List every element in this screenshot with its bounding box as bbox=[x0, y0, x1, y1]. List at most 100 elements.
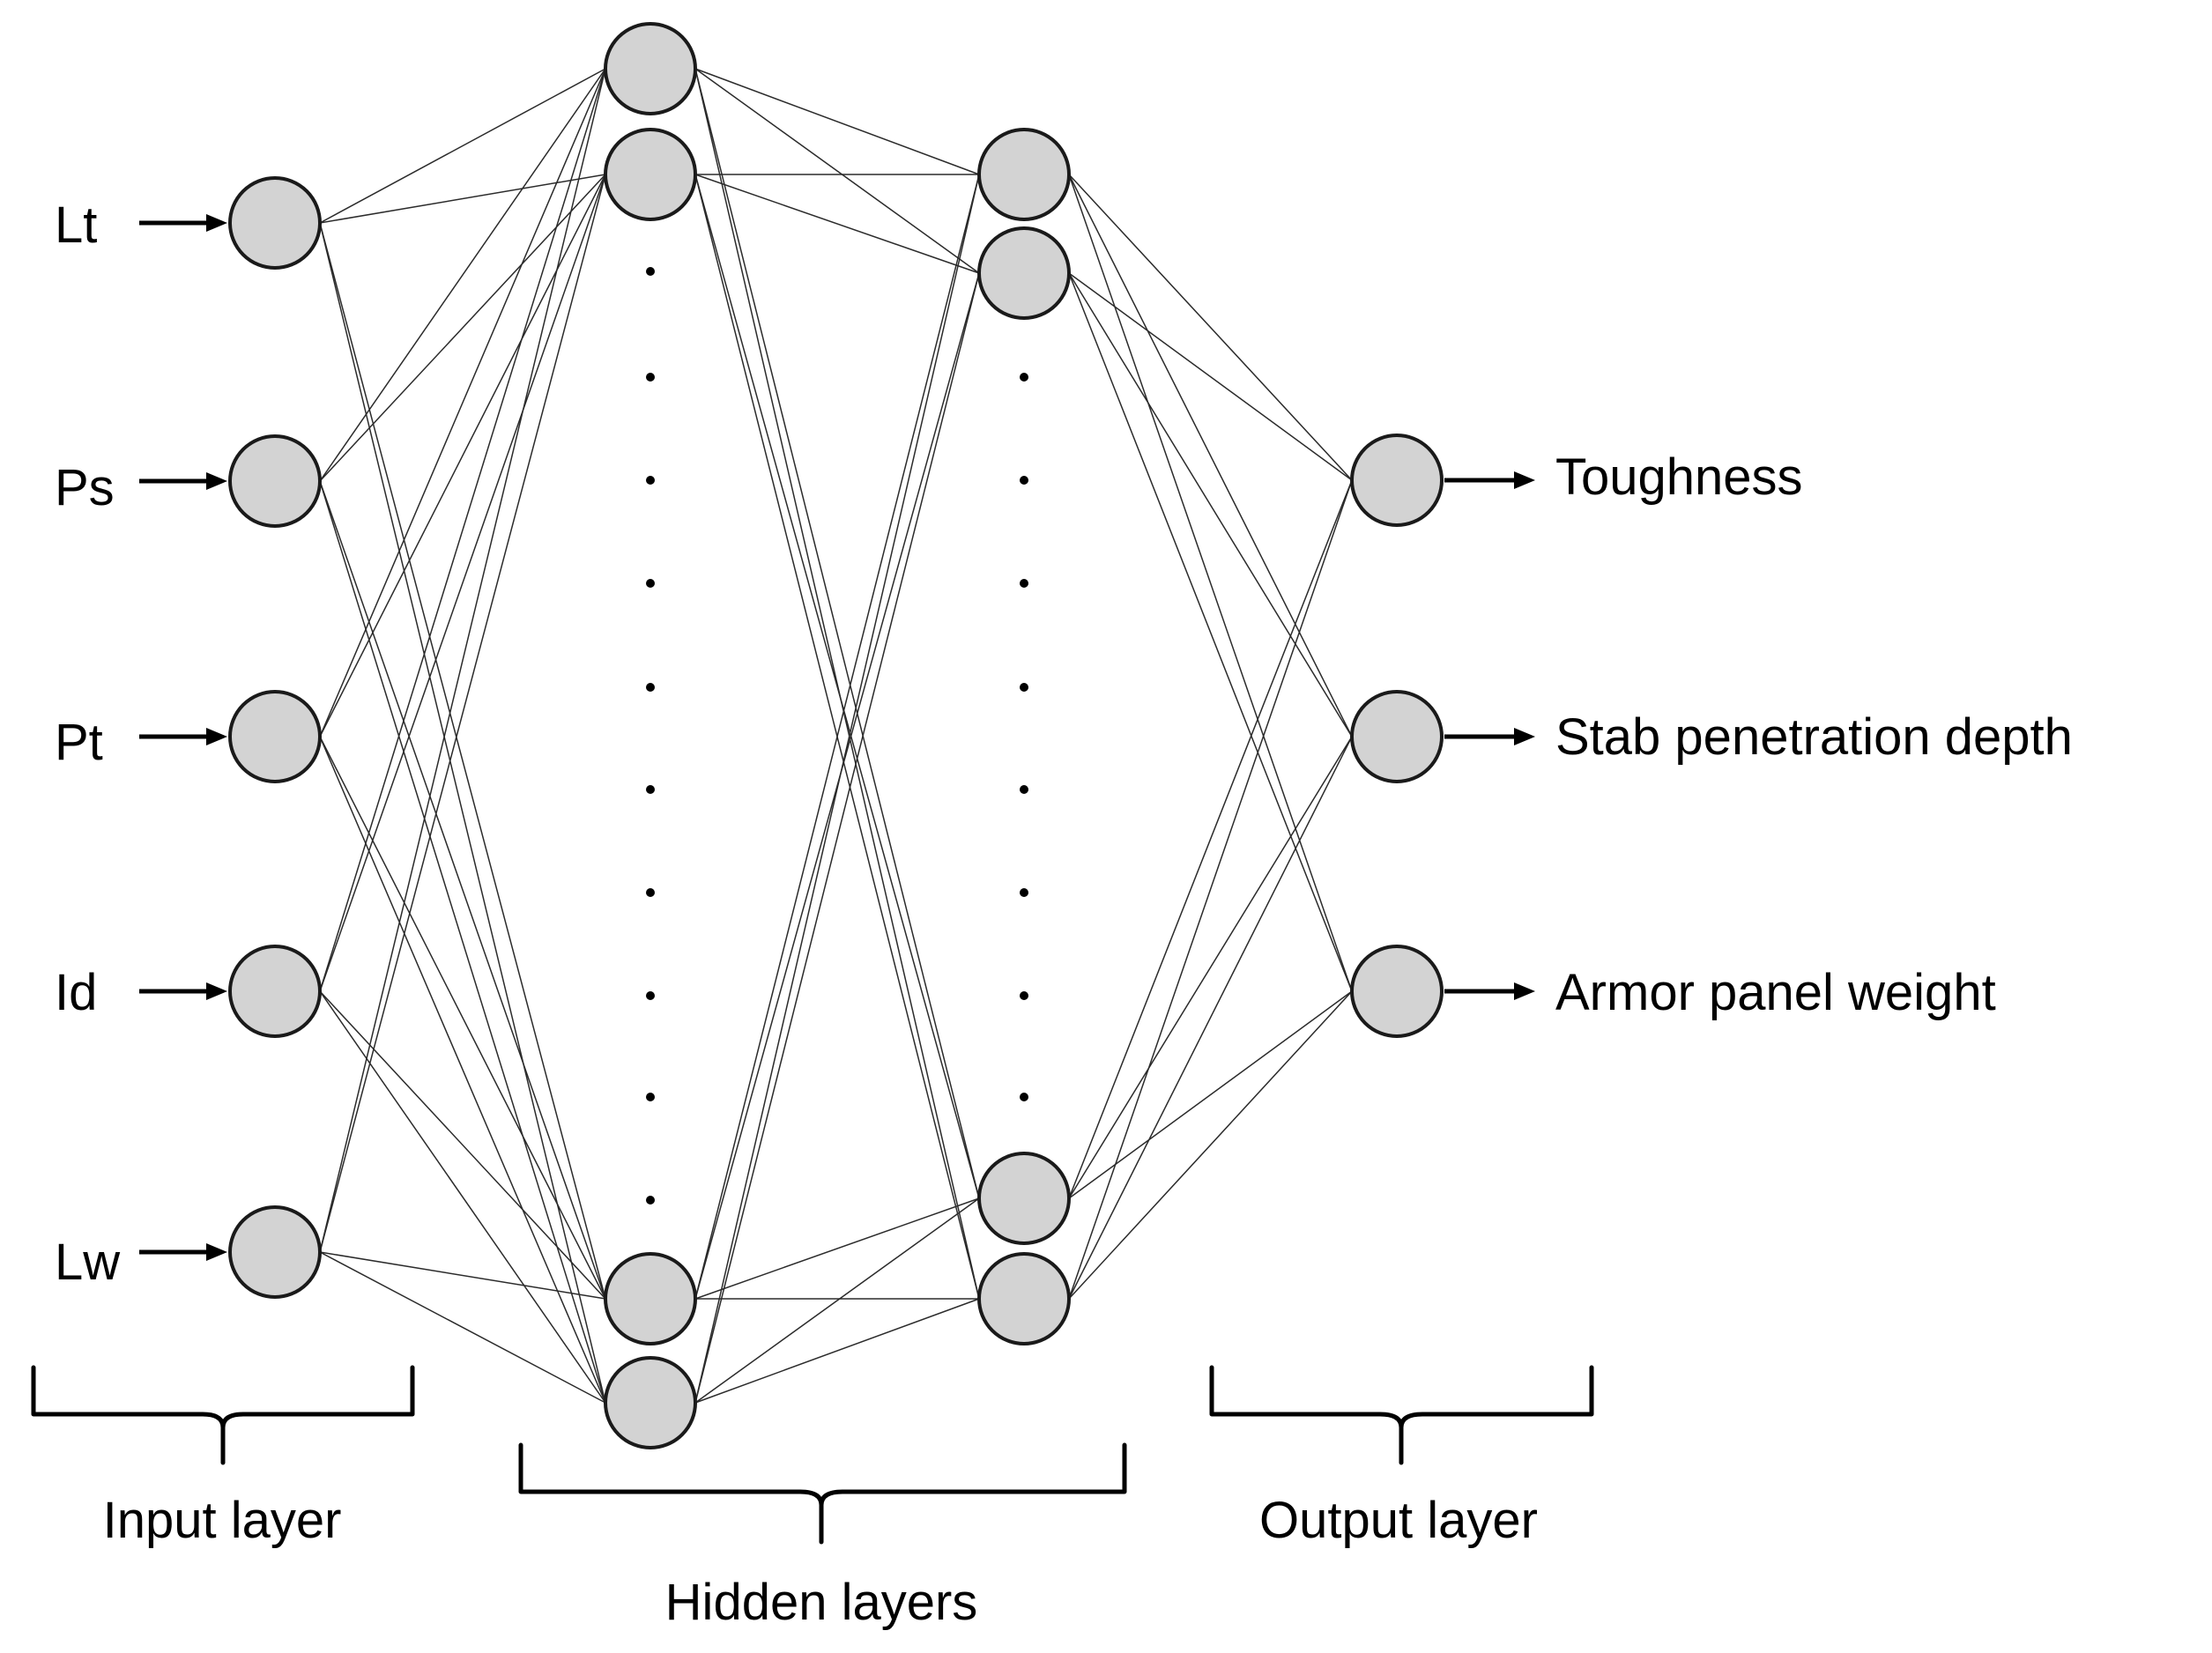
input-neuron bbox=[228, 945, 322, 1038]
hidden1-hidden2-edge bbox=[694, 1197, 980, 1300]
input-hidden1-edge bbox=[319, 174, 606, 482]
input-layer-brace bbox=[31, 1365, 415, 1465]
output-arrow-head bbox=[1514, 471, 1535, 489]
hidden1-hidden2-edge bbox=[694, 68, 980, 1300]
hidden-layers-brace bbox=[518, 1442, 1127, 1545]
input-label-lt: Lt bbox=[55, 196, 97, 254]
hidden2-output-edge bbox=[1068, 990, 1353, 1300]
hidden2-output-edge bbox=[1068, 990, 1353, 1199]
hidden-layers-label: Hidden layers bbox=[665, 1574, 978, 1631]
hidden2-output-edge bbox=[1068, 272, 1353, 481]
hidden1-hidden2-edge bbox=[694, 68, 980, 175]
output-layer-brace bbox=[1209, 1365, 1594, 1465]
input-neuron bbox=[228, 690, 322, 783]
hidden1-hidden2-edge bbox=[694, 1197, 980, 1404]
hidden2-ellipsis-dot bbox=[1020, 888, 1028, 897]
input-hidden1-edge bbox=[319, 1251, 606, 1404]
hidden2-output-edge bbox=[1068, 736, 1353, 1199]
input-arrow-head bbox=[206, 728, 227, 745]
hidden2-output-edge bbox=[1068, 736, 1353, 1300]
input-hidden1-edge bbox=[319, 68, 606, 1253]
input-neuron bbox=[228, 434, 322, 528]
hidden2-ellipsis-dot bbox=[1020, 373, 1028, 382]
hidden2-ellipsis-dot bbox=[1020, 476, 1028, 485]
input-hidden1-edge bbox=[319, 68, 606, 992]
hidden1-ellipsis-dot bbox=[646, 888, 655, 897]
hidden2-neuron bbox=[977, 1252, 1071, 1345]
hidden2-output-edge bbox=[1068, 174, 1353, 738]
input-label-id: Id bbox=[55, 964, 97, 1021]
input-hidden1-edge bbox=[319, 68, 606, 482]
input-hidden1-edge bbox=[319, 222, 606, 1404]
input-hidden1-edge bbox=[319, 480, 606, 1300]
hidden2-ellipsis-dot bbox=[1020, 579, 1028, 588]
hidden1-ellipsis-dot bbox=[646, 267, 655, 276]
input-hidden1-edge bbox=[319, 222, 606, 1300]
output-neuron bbox=[1350, 434, 1444, 527]
input-label-ps: Ps bbox=[55, 459, 115, 516]
input-neuron bbox=[228, 176, 322, 270]
hidden1-ellipsis-dot bbox=[646, 373, 655, 382]
input-arrow-head bbox=[206, 1243, 227, 1261]
hidden2-neuron bbox=[977, 1152, 1071, 1245]
input-hidden1-edge bbox=[319, 480, 606, 1404]
hidden1-hidden2-edge bbox=[694, 68, 980, 274]
hidden1-hidden2-edge bbox=[694, 68, 980, 1199]
input-hidden1-edge bbox=[319, 990, 606, 1300]
hidden1-neuron bbox=[604, 22, 697, 115]
output-neuron bbox=[1350, 690, 1444, 783]
input-layer-label: Input layer bbox=[103, 1492, 342, 1549]
hidden1-ellipsis-dot bbox=[646, 476, 655, 485]
hidden2-output-edge bbox=[1068, 174, 1353, 992]
hidden2-ellipsis-dot bbox=[1020, 683, 1028, 692]
input-hidden1-edge bbox=[319, 68, 606, 224]
hidden2-ellipsis-dot bbox=[1020, 785, 1028, 794]
input-label-lw: Lw bbox=[55, 1234, 121, 1291]
hidden1-neuron bbox=[604, 128, 697, 221]
hidden1-hidden2-edge bbox=[694, 174, 980, 1300]
hidden1-neuron bbox=[604, 1356, 697, 1449]
hidden1-ellipsis-dot bbox=[646, 785, 655, 794]
output-label-stab-penetration-depth: Stab penetration depth bbox=[1555, 708, 2073, 766]
hidden2-output-edge bbox=[1068, 479, 1353, 1199]
hidden1-hidden2-edge bbox=[694, 1298, 980, 1404]
hidden2-ellipsis-dot bbox=[1020, 1093, 1028, 1101]
hidden1-ellipsis-dot bbox=[646, 1093, 655, 1101]
output-neuron bbox=[1350, 945, 1444, 1038]
hidden2-output-edge bbox=[1068, 479, 1353, 1300]
input-hidden1-edge bbox=[319, 736, 606, 1404]
hidden2-output-edge bbox=[1068, 272, 1353, 992]
hidden2-neuron bbox=[977, 226, 1071, 320]
output-label-armor-panel-weight: Armor panel weight bbox=[1555, 964, 1996, 1021]
hidden1-ellipsis-dot bbox=[646, 579, 655, 588]
input-hidden1-edge bbox=[319, 990, 606, 1404]
input-hidden1-edge bbox=[319, 1251, 606, 1300]
input-label-pt: Pt bbox=[55, 714, 103, 771]
hidden1-neuron bbox=[604, 1252, 697, 1345]
input-arrow-head bbox=[206, 982, 227, 1000]
input-hidden1-edge bbox=[319, 174, 606, 992]
input-arrow-head bbox=[206, 214, 227, 232]
input-hidden1-edge bbox=[319, 174, 606, 738]
hidden1-ellipsis-dot bbox=[646, 683, 655, 692]
neurons bbox=[228, 22, 1444, 1449]
input-hidden1-edge bbox=[319, 174, 606, 224]
hidden1-ellipsis-dot bbox=[646, 1196, 655, 1205]
output-arrow-head bbox=[1514, 982, 1535, 1000]
input-hidden1-edge bbox=[319, 68, 606, 738]
hidden1-hidden2-edge bbox=[694, 174, 980, 1199]
output-arrow-head bbox=[1514, 728, 1535, 745]
hidden2-ellipsis-dot bbox=[1020, 991, 1028, 1000]
hidden1-hidden2-edge bbox=[694, 174, 980, 274]
hidden2-neuron bbox=[977, 128, 1071, 221]
input-neuron bbox=[228, 1205, 322, 1299]
hidden2-output-edge bbox=[1068, 174, 1353, 481]
output-label-toughness: Toughness bbox=[1555, 448, 1803, 506]
input-hidden1-edge bbox=[319, 174, 606, 1253]
output-layer-label: Output layer bbox=[1259, 1492, 1538, 1549]
hidden1-ellipsis-dot bbox=[646, 991, 655, 1000]
input-hidden1-edge bbox=[319, 736, 606, 1300]
io-arrows bbox=[139, 214, 1535, 1261]
input-arrow-head bbox=[206, 472, 227, 490]
